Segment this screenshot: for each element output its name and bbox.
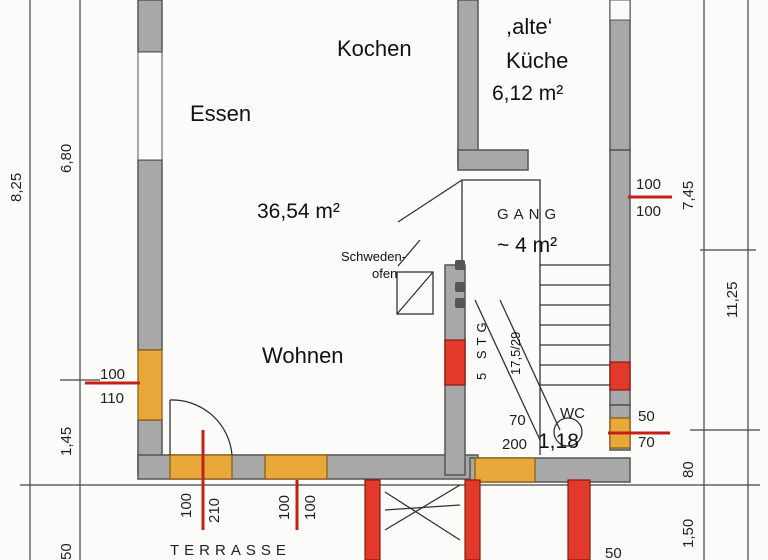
dimension-right-150: 1,50 bbox=[680, 518, 697, 548]
alte-kueche-area: 6,12 m² bbox=[492, 82, 564, 105]
main-area-value: 36,54 m² bbox=[257, 200, 340, 223]
dimension-left-825: 8,25 bbox=[8, 172, 25, 202]
openings-yellow bbox=[137, 349, 631, 483]
door-height: 210 bbox=[206, 497, 223, 523]
room-label-essen: Essen bbox=[190, 101, 252, 126]
wc-window-bottom: 70 bbox=[638, 434, 655, 451]
room-label-wohnen: Wohnen bbox=[262, 343, 344, 368]
dimension-left-680: 6,80 bbox=[58, 143, 75, 173]
windows bbox=[137, 0, 631, 161]
opening-bottom-right: 50 bbox=[605, 545, 622, 560]
dimension-right-745: 7,45 bbox=[680, 180, 697, 210]
alte-kueche-quote: ,alte‘ bbox=[506, 14, 553, 39]
room-label-kochen: Kochen bbox=[337, 36, 412, 61]
wc-inner-top: 70 bbox=[509, 412, 526, 429]
dimension-left-145: 1,45 bbox=[58, 426, 75, 456]
schwedenofen-label-line2: ofen bbox=[372, 266, 398, 281]
door-width: 100 bbox=[178, 492, 195, 518]
opening-left-bottom: 110 bbox=[100, 390, 124, 407]
stove-markers bbox=[455, 260, 465, 308]
new-walls-red bbox=[364, 339, 631, 560]
fine-lines bbox=[169, 179, 610, 541]
dimension-right-80: 80 bbox=[680, 461, 697, 478]
opening-marks bbox=[85, 195, 672, 530]
opening-left-top: 100 bbox=[100, 366, 126, 383]
wc-inner-bottom: 200 bbox=[502, 436, 528, 453]
alte-kueche-name: Küche bbox=[506, 48, 569, 73]
gang-label: GANG bbox=[497, 206, 562, 223]
dimension-lines bbox=[20, 0, 760, 560]
schwedenofen-label-line1: Schweden- bbox=[341, 249, 407, 264]
opening-right-top: 100 bbox=[636, 176, 662, 193]
opening-right-bottom: 100 bbox=[636, 203, 662, 220]
wc-window-top: 50 bbox=[638, 408, 655, 425]
wc-label: WC bbox=[560, 405, 585, 422]
opening-bottom-bottom: 100 bbox=[302, 494, 319, 520]
wc-area: 1,18 bbox=[538, 430, 579, 453]
dimension-right-1125: 11,25 bbox=[724, 281, 741, 318]
gang-area: ~ 4 m² bbox=[497, 234, 558, 257]
dimension-left-50: 50 bbox=[58, 543, 75, 560]
terrasse-label: TERRASSE bbox=[170, 542, 291, 559]
stair-ratio: 17,5/29 bbox=[508, 331, 523, 375]
stair-step-count: 5 STG bbox=[474, 317, 489, 380]
opening-bottom-top: 100 bbox=[276, 494, 293, 520]
